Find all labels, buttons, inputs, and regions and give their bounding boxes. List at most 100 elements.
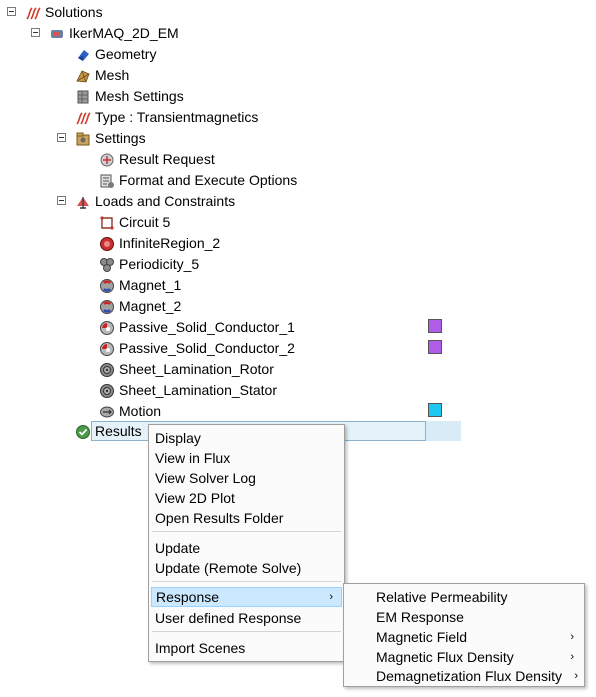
tree-label: Periodicity_5 bbox=[119, 256, 200, 272]
menu-item-label: Relative Permeability bbox=[376, 589, 508, 605]
menu-item-label: Response bbox=[156, 589, 220, 605]
results-selection-extension bbox=[426, 421, 461, 441]
result-request-icon bbox=[99, 152, 115, 168]
tree-node-settings[interactable]: Settings bbox=[75, 128, 146, 149]
tree-node-conductor-2[interactable]: Passive_Solid_Conductor_2 bbox=[99, 338, 295, 359]
menu-item-display[interactable]: Display bbox=[151, 428, 342, 448]
loads-icon bbox=[75, 194, 91, 210]
tree-label: Geometry bbox=[95, 46, 157, 62]
chevron-right-icon: › bbox=[574, 670, 578, 682]
menu-item-label: EM Response bbox=[376, 609, 464, 625]
menu-item-update[interactable]: Update bbox=[151, 538, 342, 558]
tree-label: Settings bbox=[95, 130, 146, 146]
tree-node-mesh-settings[interactable]: Mesh Settings bbox=[75, 86, 184, 107]
chevron-right-icon: › bbox=[570, 651, 574, 663]
tree-label: Results bbox=[95, 423, 142, 439]
tree-label: Solutions bbox=[45, 4, 103, 20]
menu-item-open-results-folder[interactable]: Open Results Folder bbox=[151, 508, 342, 528]
menu-item-label: Update (Remote Solve) bbox=[155, 560, 302, 576]
tree-node-geometry[interactable]: Geometry bbox=[75, 44, 156, 65]
chevron-right-icon: › bbox=[570, 631, 574, 643]
menu-separator bbox=[152, 531, 341, 532]
tree-node-format-execute[interactable]: Format and Execute Options bbox=[99, 170, 297, 191]
magnet-icon bbox=[99, 278, 115, 294]
menu-item-update-remote[interactable]: Update (Remote Solve) bbox=[151, 558, 342, 578]
project-icon bbox=[49, 26, 65, 42]
tree-label: Motion bbox=[119, 403, 162, 419]
periodicity-icon bbox=[99, 257, 115, 273]
chevron-right-icon: › bbox=[329, 591, 333, 603]
response-submenu: Relative Permeability EM Response Magnet… bbox=[343, 583, 585, 687]
submenu-item-relative-permeability[interactable]: Relative Permeability bbox=[346, 587, 582, 607]
menu-item-label: View 2D Plot bbox=[155, 490, 235, 506]
menu-item-label: Display bbox=[155, 430, 201, 446]
conductor-icon bbox=[99, 320, 115, 336]
tree-node-type[interactable]: Type : Transientmagnetics bbox=[75, 107, 258, 128]
lamination-icon bbox=[99, 362, 115, 378]
menu-item-label: Import Scenes bbox=[155, 640, 246, 656]
tree-label: Passive_Solid_Conductor_1 bbox=[119, 319, 295, 335]
circuit-icon bbox=[99, 215, 115, 231]
menu-separator bbox=[152, 581, 341, 582]
tree-label: Passive_Solid_Conductor_2 bbox=[119, 340, 295, 356]
check-icon bbox=[75, 424, 91, 440]
tree-node-lamination-rotor[interactable]: Sheet_Lamination_Rotor bbox=[99, 359, 274, 380]
collapse-toggle-solutions[interactable] bbox=[7, 7, 16, 16]
geometry-icon bbox=[75, 47, 91, 63]
tree-label: Format and Execute Options bbox=[119, 172, 298, 188]
submenu-item-demagnetization-flux-density[interactable]: Demagnetization Flux Density › bbox=[346, 666, 582, 686]
tree-node-circuit[interactable]: Circuit 5 bbox=[99, 212, 170, 233]
tree-node-lamination-stator[interactable]: Sheet_Lamination_Stator bbox=[99, 380, 277, 401]
menu-item-label: Update bbox=[155, 540, 201, 556]
submenu-item-em-response[interactable]: EM Response bbox=[346, 607, 582, 627]
motion-icon bbox=[99, 404, 115, 420]
menu-item-label: Magnetic Field bbox=[376, 629, 468, 645]
tree-label: Sheet_Lamination_Rotor bbox=[119, 361, 274, 377]
tree-label: Mesh Settings bbox=[95, 88, 184, 104]
tree-node-infinite-region[interactable]: InfiniteRegion_2 bbox=[99, 233, 220, 254]
tree-node-result-request[interactable]: Result Request bbox=[99, 149, 215, 170]
menu-item-import-scenes[interactable]: Import Scenes bbox=[151, 638, 342, 658]
tree-label: Mesh bbox=[95, 67, 130, 83]
submenu-item-magnetic-flux-density[interactable]: Magnetic Flux Density › bbox=[346, 647, 582, 667]
menu-item-user-defined-response[interactable]: User defined Response bbox=[151, 608, 342, 628]
mesh-settings-icon bbox=[75, 89, 91, 105]
tree-node-loads-constraints[interactable]: Loads and Constraints bbox=[75, 191, 235, 212]
menu-separator bbox=[152, 631, 341, 632]
menu-item-response[interactable]: Response › bbox=[151, 587, 342, 607]
magnet-icon bbox=[99, 299, 115, 315]
color-swatch-motion[interactable] bbox=[428, 403, 442, 417]
tree-node-solutions[interactable]: Solutions bbox=[25, 2, 103, 23]
menu-item-label: Open Results Folder bbox=[155, 510, 284, 526]
tree-node-project[interactable]: IkerMAQ_2D_EM bbox=[49, 23, 179, 44]
tree-node-results[interactable]: Results bbox=[75, 421, 142, 442]
tree-node-motion[interactable]: Motion bbox=[99, 401, 161, 422]
color-swatch-conductor-1[interactable] bbox=[428, 319, 442, 333]
submenu-item-magnetic-field[interactable]: Magnetic Field › bbox=[346, 627, 582, 647]
menu-item-label: Demagnetization Flux Density bbox=[376, 668, 562, 684]
menu-item-label: View in Flux bbox=[155, 450, 231, 466]
tree-node-mesh[interactable]: Mesh bbox=[75, 65, 129, 86]
tree-label: Circuit 5 bbox=[119, 214, 171, 230]
settings-folder-icon bbox=[75, 131, 91, 147]
menu-item-view-solver-log[interactable]: View Solver Log bbox=[151, 468, 342, 488]
tree-label: Magnet_1 bbox=[119, 277, 182, 293]
menu-item-view-2d-plot[interactable]: View 2D Plot bbox=[151, 488, 342, 508]
tree-node-periodicity[interactable]: Periodicity_5 bbox=[99, 254, 199, 275]
collapse-toggle-settings[interactable] bbox=[57, 133, 66, 142]
type-icon bbox=[75, 110, 91, 126]
tree-node-magnet-2[interactable]: Magnet_2 bbox=[99, 296, 181, 317]
tree-label: Magnet_2 bbox=[119, 298, 182, 314]
mesh-icon bbox=[75, 68, 91, 84]
tree-label: Sheet_Lamination_Stator bbox=[119, 382, 277, 398]
tree-node-magnet-1[interactable]: Magnet_1 bbox=[99, 275, 181, 296]
menu-item-view-in-flux[interactable]: View in Flux bbox=[151, 448, 342, 468]
context-menu: Display View in Flux View Solver Log Vie… bbox=[148, 424, 345, 662]
tree-label: Type : Transientmagnetics bbox=[95, 109, 259, 125]
collapse-toggle-project[interactable] bbox=[31, 28, 40, 37]
color-swatch-conductor-2[interactable] bbox=[428, 340, 442, 354]
tree-label: InfiniteRegion_2 bbox=[119, 235, 221, 251]
tree-node-conductor-1[interactable]: Passive_Solid_Conductor_1 bbox=[99, 317, 295, 338]
collapse-toggle-loads[interactable] bbox=[57, 196, 66, 205]
tree-label: Loads and Constraints bbox=[95, 193, 236, 209]
